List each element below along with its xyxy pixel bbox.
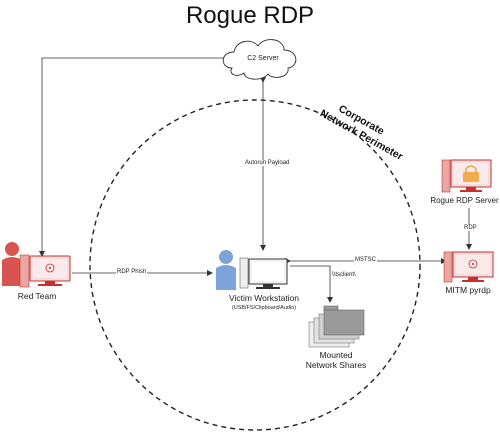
- network-perimeter-circle: [89, 99, 421, 431]
- red-team-icon: [2, 242, 71, 288]
- tsclient-label: \\tsclient\: [331, 272, 357, 278]
- victim-workstation-sublabel: (USB/FS/Clipboard/Audio): [231, 305, 297, 311]
- c2-server-label: C2 Server: [247, 55, 279, 62]
- mounted-shares-label-line2: Network Shares: [305, 360, 367, 370]
- rogue-rdp-server-label: Rogue RDP Server: [430, 196, 499, 205]
- red-team-label: Red Team: [17, 291, 57, 301]
- rdp-label: RDP: [463, 225, 478, 231]
- mitm-pyrdp-label: MITM pyrdp: [445, 285, 491, 295]
- mitm-pyrdp-icon: [443, 251, 494, 283]
- victim-workstation-label: Victim Workstation: [228, 293, 300, 303]
- rogue-rdp-server-icon: [441, 159, 492, 193]
- mounted-shares-icon: [308, 305, 365, 348]
- rdp-phish-label: RDP Phish: [116, 269, 148, 275]
- mstsc-label: MSTSC: [354, 257, 377, 263]
- tsclient-line: [290, 265, 333, 303]
- mounted-shares-label-line1: Mounted: [319, 350, 353, 360]
- victim-workstation-icon: [216, 250, 288, 290]
- autorun-payload-label: Autorun Payload: [244, 160, 290, 166]
- c2-server-cloud: [222, 39, 297, 80]
- c2-to-redteam-line: [39, 55, 235, 257]
- diagram-title: Rogue RDP: [185, 2, 315, 29]
